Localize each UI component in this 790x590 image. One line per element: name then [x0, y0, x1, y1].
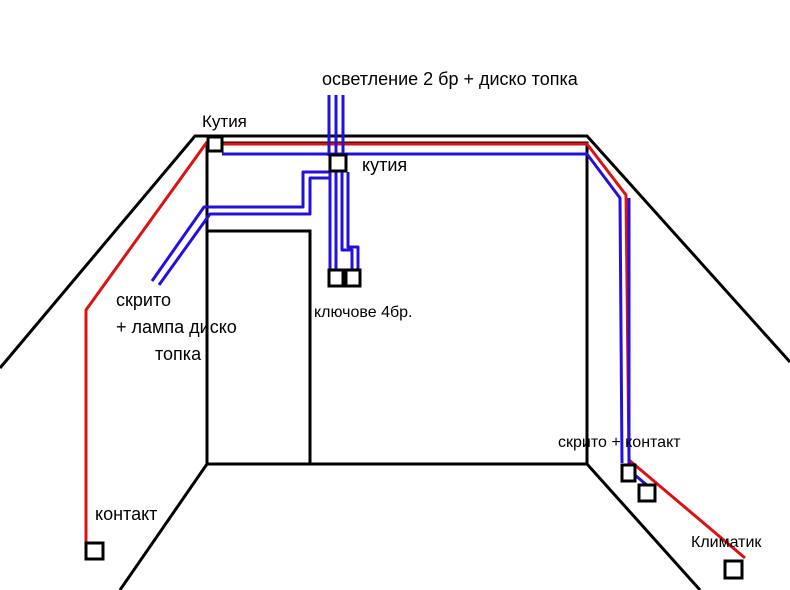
- red-wire-top: [222, 142, 746, 560]
- ac-label: Климатик: [691, 534, 762, 551]
- hidden-lamp-label-line3: топка: [155, 344, 202, 364]
- switches-label: ключове 4бр.: [314, 304, 413, 321]
- junction-box-left: [206, 135, 224, 153]
- ceiling-line: [0, 134, 790, 369]
- door: [207, 229, 312, 464]
- lamp-wire-a: [150, 170, 330, 282]
- floor-right-edge: [585, 462, 702, 590]
- box-left-label: Кутия: [202, 112, 247, 131]
- red-wire-left: [84, 141, 209, 544]
- fixtures: [84, 135, 744, 580]
- switch-1: [327, 268, 345, 288]
- lamp-wire-b: [157, 176, 330, 286]
- hidden-lamp-label-line2: + лампа диско: [116, 317, 237, 337]
- switch-wire-d: [346, 172, 360, 270]
- blue-wire: [150, 95, 656, 494]
- lighting-label: осветление 2 бр + диско топка: [322, 69, 578, 89]
- switch-2: [344, 268, 362, 288]
- outlet-ac: [723, 559, 744, 580]
- outlet-left: [84, 541, 105, 561]
- outlet-left-label: контакт: [95, 504, 158, 524]
- box-center-label: кутия: [362, 155, 408, 175]
- red-wire: [84, 141, 746, 560]
- outlet-right-2: [637, 483, 657, 503]
- hidden-outlet-label: скрито + контакт: [558, 434, 681, 451]
- junction-box-center: [328, 153, 348, 173]
- switch-wire-c: [340, 172, 354, 270]
- floor-left-edge: [118, 463, 209, 590]
- hidden-lamp-label-line1: скрито: [116, 290, 171, 310]
- blue-wire-top: [222, 152, 624, 464]
- outlet-right-1: [620, 463, 637, 483]
